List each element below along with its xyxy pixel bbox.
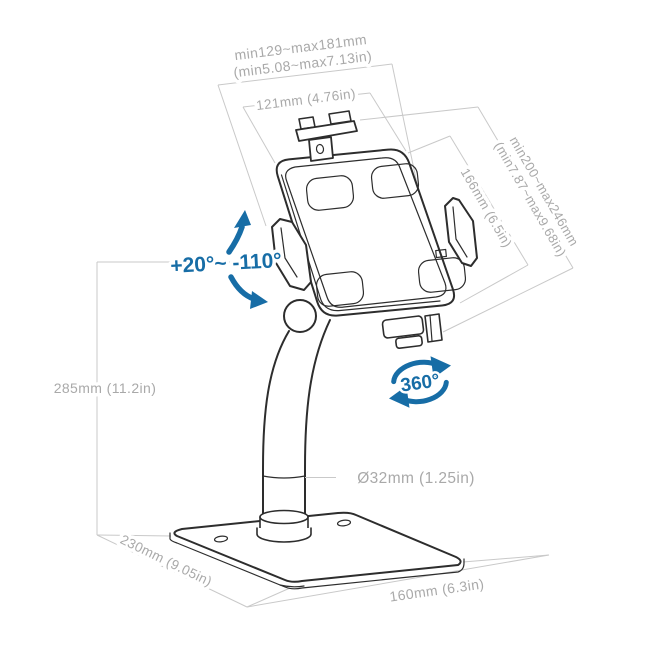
latch-block <box>381 315 425 339</box>
base-width-dim-line <box>246 554 550 608</box>
holder-slot-right <box>435 248 447 259</box>
bottom-latch <box>381 313 443 350</box>
holder-plate-outer <box>275 148 456 317</box>
swivel-range-label: 360° <box>399 370 441 396</box>
bracket-keyhole <box>315 143 325 155</box>
holder-width-dim-line <box>242 92 371 108</box>
holder-width-ext-left <box>242 106 276 164</box>
tilt-arrow-up-head <box>234 210 251 228</box>
pole-collar <box>256 509 312 543</box>
holder-plate-inner-face <box>285 157 447 308</box>
base-plate <box>169 511 465 590</box>
top-lock-bracket <box>295 110 358 162</box>
swivel-badge: 360° <box>388 356 452 408</box>
holder-width-ext-right <box>369 92 407 152</box>
stand-height-label: 285mm (11.2in) <box>54 380 157 396</box>
holder-height-range-dim-line <box>477 106 574 269</box>
swivel-arrow-bottom-head <box>388 385 410 408</box>
tablet-holder <box>275 148 467 317</box>
latch-clip <box>424 313 443 343</box>
pole-left-edge <box>262 330 290 527</box>
clamp-arm-right <box>444 197 478 267</box>
stand-height-ext-bottom <box>96 534 172 537</box>
clamp-arm-left-detail <box>280 227 298 278</box>
bracket-neck <box>308 136 334 162</box>
swivel-arrow-top-head <box>430 356 452 379</box>
tilt-arrow-down-head <box>250 291 268 309</box>
base-depth-dim-line <box>96 534 248 608</box>
pole-diameter-label: Ø32mm (1.25in) <box>357 470 475 487</box>
base-front-seam <box>279 584 305 588</box>
tilt-hinge <box>283 299 317 333</box>
dimension-lines <box>96 63 574 608</box>
holder-height-dim-line <box>449 135 529 266</box>
tablet-stand-drawing <box>169 110 478 590</box>
base-depth-ext <box>246 587 291 608</box>
holder-plate-thickness <box>280 174 441 312</box>
clamp-width-ext-left <box>217 84 267 227</box>
holder-height-range-ext-top <box>359 106 479 121</box>
bracket-bar <box>295 120 358 142</box>
tilt-arrow-up <box>226 224 245 255</box>
pole-body <box>263 320 330 526</box>
corner-grip-bottom-right <box>417 257 467 293</box>
clamp-width-ext-right <box>391 63 422 204</box>
base-screw-hole-right <box>336 519 352 527</box>
base-thickness-edge <box>169 532 465 590</box>
base-screw-hole-left <box>213 535 229 543</box>
tilt-arrow-down <box>228 274 257 302</box>
pole-seam-line <box>262 475 306 479</box>
holder-height-ext-bottom <box>459 264 529 304</box>
clamp-width-dim-line <box>217 63 393 86</box>
latch-tab <box>395 334 423 350</box>
holder-height-ext-top <box>407 135 451 154</box>
corner-grip-top-left <box>305 175 355 211</box>
pole-right-edge <box>304 319 331 527</box>
base-width-ext <box>462 554 550 563</box>
latch-clip-detail <box>429 314 433 342</box>
corner-grip-top-right <box>370 163 420 199</box>
clamp-arm-right-detail <box>452 206 468 258</box>
clamp-arms <box>271 197 478 291</box>
tilt-range-label: +20°~ -110° <box>170 249 282 278</box>
corner-grip-bottom-left <box>315 271 365 307</box>
holder-height-range-ext-bottom <box>442 267 574 333</box>
pole <box>256 319 331 543</box>
base-top-face <box>173 511 462 583</box>
holder-width-label: 121mm (4.76in) <box>255 86 356 113</box>
